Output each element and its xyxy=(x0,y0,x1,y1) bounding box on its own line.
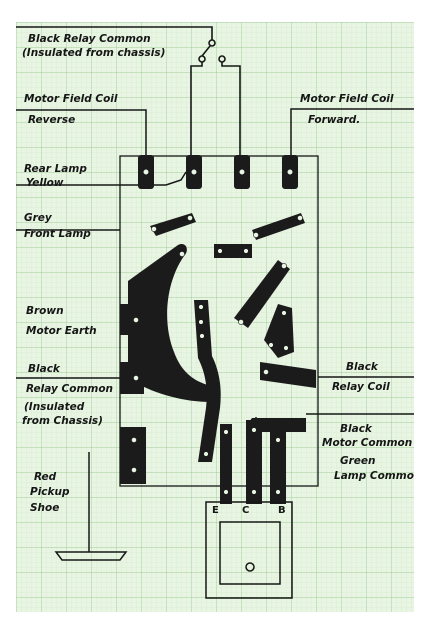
rear-lamp-label: Rear Lamp xyxy=(24,163,87,175)
relay-common-top-sublabel: (Insulated from chassis) xyxy=(22,47,165,59)
field-coil-forward-label: Motor Field Coil xyxy=(300,93,394,105)
relay-coil-label: Black xyxy=(346,361,379,373)
motor-common-sublabel: Motor Common xyxy=(322,437,412,449)
motor-earth-label: Brown xyxy=(26,305,64,317)
pickup-shoe-label: Red xyxy=(34,471,57,483)
insulated-sublabel: from Chassis) xyxy=(22,415,103,427)
relay-common-left-label: Black xyxy=(28,363,61,375)
front-lamp-label: Grey xyxy=(24,212,53,224)
wiring-diagram-sheet: Black Relay Common (Insulated from chass… xyxy=(16,22,414,612)
lamp-common-sublabel: Lamp Common xyxy=(334,470,414,482)
field-coil-forward-sublabel: Forward. xyxy=(308,114,360,126)
transistor-package xyxy=(205,501,293,599)
pickup-shoe-sublabel-2: Shoe xyxy=(30,502,59,514)
relay-coil-sublabel: Relay Coil xyxy=(332,381,390,393)
rear-lamp-sublabel: Yellow xyxy=(26,177,64,189)
transistor-pin-c: C xyxy=(242,505,249,516)
front-lamp-sublabel: Front Lamp xyxy=(24,228,91,240)
transistor-pin-b: B xyxy=(278,505,286,516)
solder-pads xyxy=(131,168,303,495)
motor-earth-sublabel: Motor Earth xyxy=(26,325,97,337)
relay-common-left-sublabel: Relay Common xyxy=(26,383,113,395)
pickup-shoe-sublabel-1: Pickup xyxy=(30,486,70,498)
insulated-label: (Insulated xyxy=(24,401,85,413)
field-coil-reverse-sublabel: Reverse xyxy=(28,114,75,126)
relay-common-top-label: Black Relay Common xyxy=(28,33,151,45)
motor-common-label: Black xyxy=(340,423,373,435)
transistor-pin-e: E xyxy=(212,505,219,516)
wiring-diagram: Black Relay Common (Insulated from chass… xyxy=(16,22,414,612)
relay-contact-symbol xyxy=(16,26,241,156)
lamp-common-label: Green xyxy=(340,455,376,467)
field-coil-reverse-label: Motor Field Coil xyxy=(24,93,118,105)
